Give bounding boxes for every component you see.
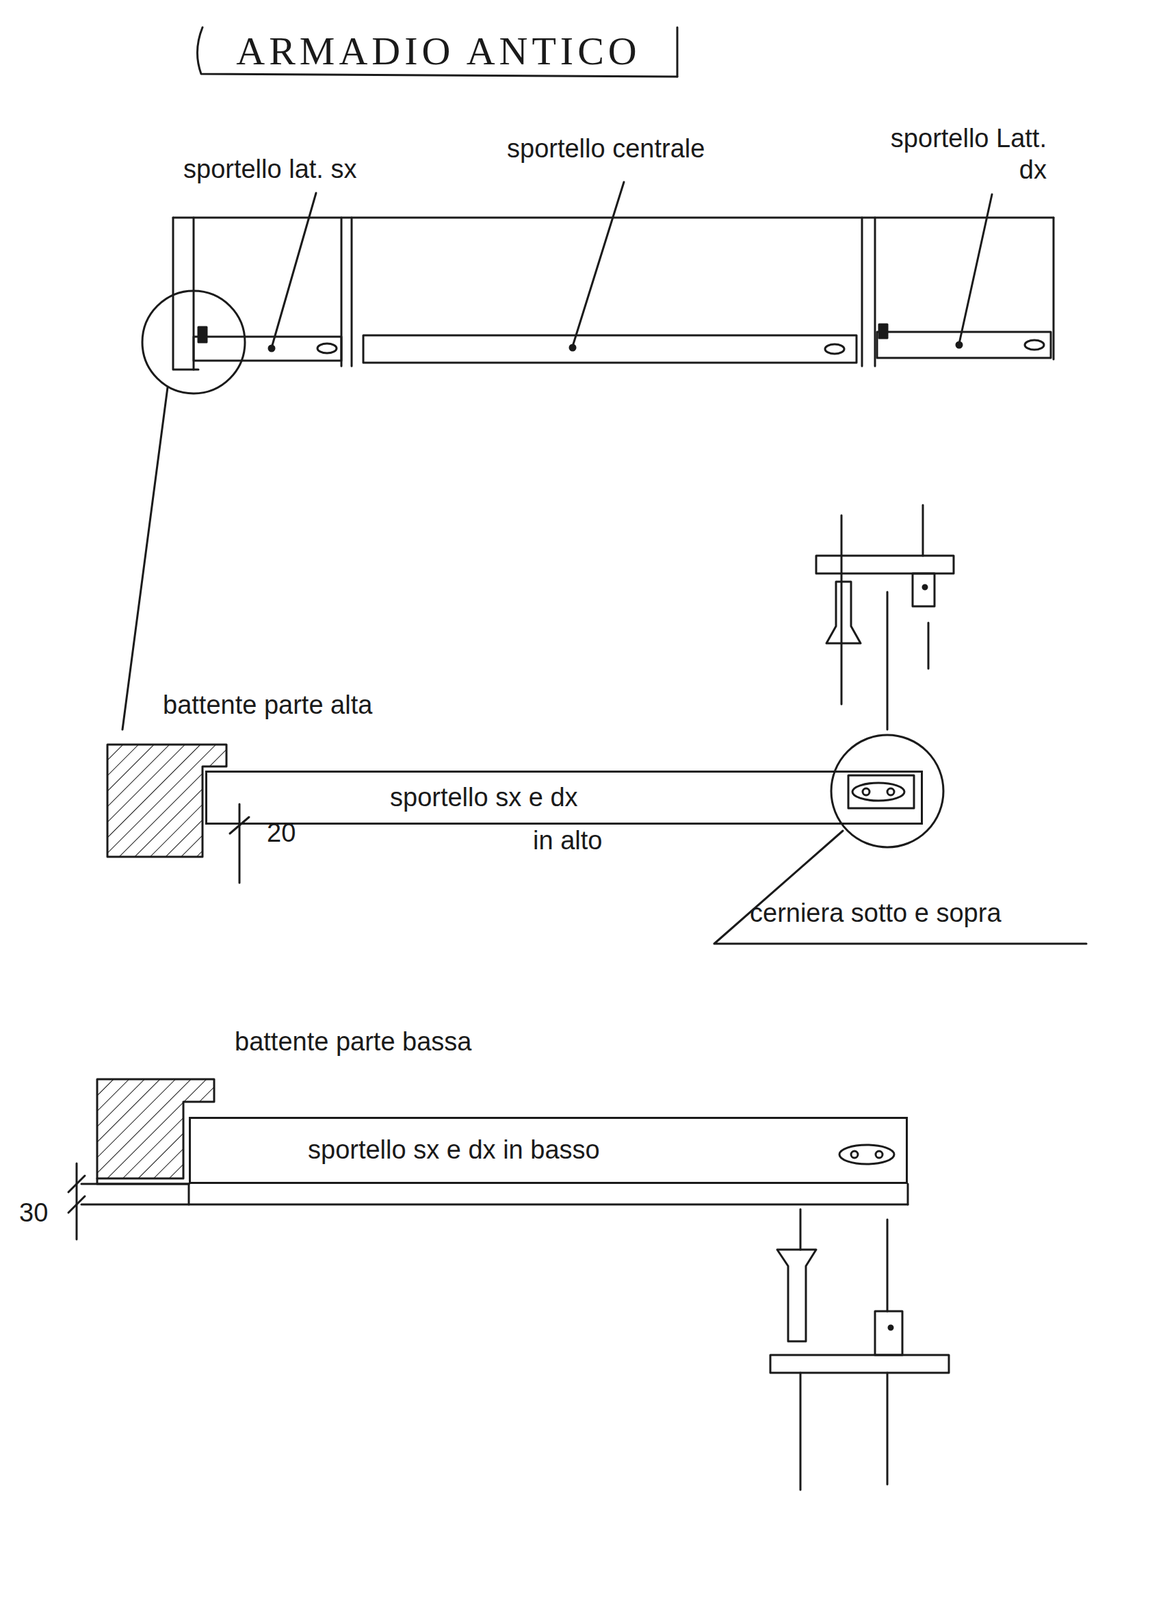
section-line (188, 1183, 191, 1205)
hinge-symbol (317, 343, 337, 354)
hinge-plate (848, 775, 914, 808)
leader-dot (268, 345, 275, 351)
door-plan (363, 335, 857, 363)
part-label: sportello centrale (506, 133, 705, 165)
hinge-pin (887, 788, 895, 795)
axis-line (840, 515, 843, 704)
hinge-symbol (1024, 340, 1044, 350)
dimension-value: 30 (19, 1197, 48, 1229)
section-line (81, 1203, 908, 1206)
hinge-pin (851, 1150, 858, 1158)
dimension-tick (68, 1175, 85, 1192)
callout-note: cerniera sotto e sopra (749, 897, 1002, 930)
hinge-pin (875, 1150, 883, 1158)
axis-line (799, 1372, 802, 1490)
cabinet-divider (874, 217, 877, 367)
cabinet-divider (861, 217, 864, 367)
door-label: in alto (532, 825, 603, 857)
door-label: sportello sx e dx (389, 781, 579, 814)
door-stop (879, 324, 888, 338)
dimension-value: 20 (266, 817, 296, 849)
door-plan (877, 331, 1051, 358)
axis-line (799, 1208, 802, 1250)
leader-dot (956, 342, 962, 348)
axis-line (886, 1372, 889, 1484)
leader-line (122, 387, 168, 730)
detail-circle (142, 290, 245, 394)
leader-line (959, 194, 992, 344)
hinge-symbol (852, 782, 905, 801)
section-title: battente parte bassa (234, 1026, 472, 1058)
hinge-screw (826, 581, 861, 644)
leader-line (271, 192, 317, 348)
axis-line (922, 504, 925, 556)
door-stop (198, 327, 207, 343)
hinge-symbol (839, 1144, 895, 1164)
hinge-pin (888, 1325, 893, 1330)
door-label: sportello sx e dx in basso (307, 1134, 600, 1166)
axis-line (927, 622, 930, 669)
title-frame (197, 27, 678, 77)
axis-line (886, 591, 889, 730)
hinge-screw (777, 1249, 817, 1341)
section-title: battente parte alta (162, 689, 373, 722)
hinge-pin (922, 584, 927, 590)
hinge-pin (862, 788, 870, 795)
drawing-title: ARMADIO ANTICO (202, 27, 675, 76)
hinge-pin (874, 1310, 903, 1355)
rebate-section (107, 744, 227, 857)
dimension-line (238, 803, 241, 883)
door-section: sportello sx e dxin alto (205, 770, 923, 825)
dimension-tick (68, 1195, 85, 1213)
part-label: sportello Latt. dx (875, 123, 1047, 186)
leader-line (572, 181, 624, 347)
title-frame (676, 27, 679, 77)
axis-line (886, 1219, 889, 1311)
cabinet-side (1052, 217, 1055, 360)
dimension-line (75, 1163, 78, 1239)
part-label: sportello lat. sx (183, 153, 357, 186)
door-plan (193, 336, 342, 361)
section-line (81, 1182, 189, 1185)
section-line (907, 1183, 910, 1205)
hinge-symbol (825, 344, 845, 354)
dimension-tick (229, 816, 250, 834)
leader-line (714, 830, 1087, 944)
detail-circle (831, 734, 944, 847)
leader-dot (569, 344, 576, 351)
rebate-section (97, 1078, 215, 1179)
hinge-plate (816, 555, 954, 574)
cabinet-divider (350, 217, 354, 367)
hinge-plate (770, 1354, 949, 1373)
door-section: sportello sx e dx in basso (188, 1116, 908, 1184)
hinge-pin (912, 573, 935, 607)
